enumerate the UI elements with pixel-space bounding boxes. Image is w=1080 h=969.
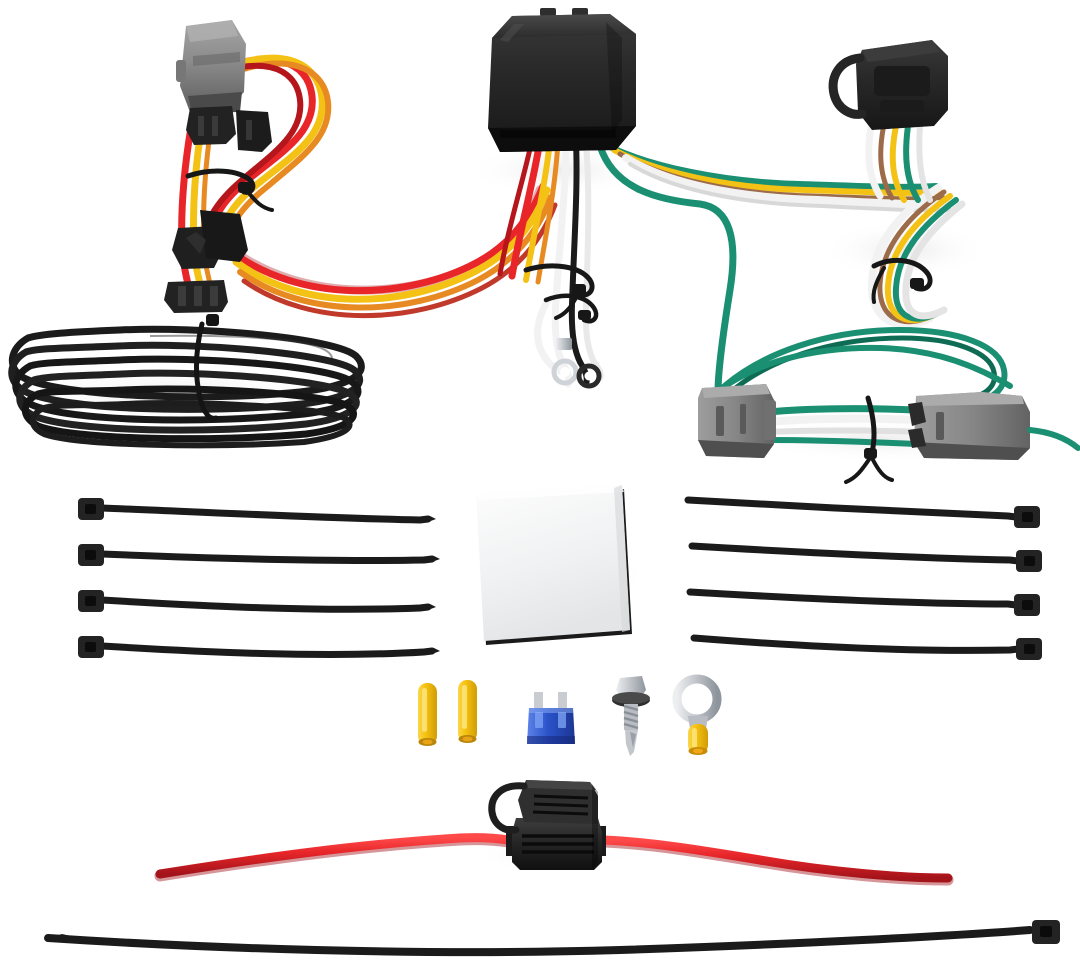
mounting-pad — [476, 485, 632, 645]
coil-zip-tie — [193, 314, 219, 421]
t-connector-assembly — [698, 326, 1080, 484]
small-hardware-row — [418, 674, 722, 756]
cable-tie — [78, 636, 440, 658]
four-flat-plug-body — [828, 40, 948, 130]
cable-ties-right — [684, 496, 1042, 660]
cable-tie — [684, 496, 1040, 528]
ring-terminal — [672, 674, 722, 755]
black-wire-coil — [8, 314, 365, 449]
harness-gray-connector — [176, 20, 246, 113]
cable-tie — [688, 542, 1042, 572]
long-cable-tie — [44, 920, 1060, 957]
cable-ties-left — [78, 498, 440, 658]
inline-fuse-holder-assembly — [154, 780, 954, 886]
t-connector-zip-tie — [844, 395, 894, 484]
blade-fuse — [527, 692, 575, 744]
cable-tie — [686, 588, 1040, 616]
fuse-holder-body — [488, 780, 606, 870]
ground-zip-tie — [543, 293, 599, 324]
self-tapping-screw — [612, 676, 650, 756]
harness-black-connectors-lower — [164, 210, 248, 313]
cable-tie — [78, 590, 436, 613]
four-flat-connector — [828, 40, 966, 329]
cable-tie — [78, 498, 436, 524]
harness-zip-tie-upper — [185, 168, 274, 212]
ground-ring-terminal-left — [551, 338, 579, 386]
ground-ring-terminal-right — [576, 363, 602, 389]
control-module-body — [488, 8, 636, 152]
cable-tie — [78, 544, 440, 566]
cable-tie — [690, 634, 1042, 660]
four-flat-zip-tie — [871, 257, 933, 304]
butt-connector — [418, 683, 437, 746]
t-connector-right — [908, 392, 1030, 460]
ground-leads — [534, 293, 604, 389]
butt-connector — [458, 680, 477, 743]
t-connector-left — [698, 384, 776, 458]
harness-black-connectors-upper — [186, 106, 272, 152]
